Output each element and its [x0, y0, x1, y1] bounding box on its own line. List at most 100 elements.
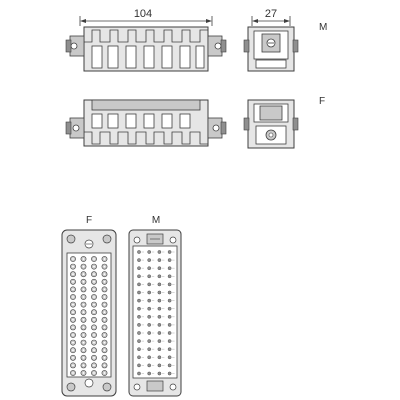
female-contact-socket [103, 356, 106, 359]
female-contact-socket [82, 303, 85, 306]
male-contact-pin [157, 331, 162, 335]
female-contact-socket [82, 334, 85, 336]
male-contact-pin [167, 258, 172, 262]
female-insert-front [61, 229, 117, 397]
male-contact-pin [147, 323, 151, 327]
male-end-view: 27 M [243, 8, 327, 72]
depth-dimension-label: 27 [265, 8, 277, 20]
male-contact-pin [137, 290, 141, 295]
female-contact-socket [82, 265, 85, 268]
female-contact-socket [82, 311, 85, 314]
female-contact-socket [72, 356, 74, 359]
male-contact-pin [137, 363, 141, 368]
female-contact-socket [93, 258, 95, 260]
female-contact-socket [93, 311, 95, 314]
female-contact-socket [72, 326, 74, 329]
width-dimension: 104 [79, 8, 213, 26]
male-contact-pin [167, 290, 172, 295]
male-contact-pin [147, 355, 151, 360]
male-contact-pin [137, 250, 141, 254]
female-contact-socket [103, 288, 106, 291]
female-contact-socket [103, 258, 106, 260]
male-contact-pin [157, 290, 162, 295]
male-side-view: 104 [65, 8, 227, 72]
female-contact-socket [82, 273, 85, 276]
male-contact-pin [167, 298, 172, 303]
male-contact-pin [147, 282, 151, 287]
female-contact-socket [93, 318, 95, 321]
female-contact-socket [82, 296, 85, 298]
female-contact-socket [103, 326, 106, 329]
male-contact-pin [147, 347, 151, 352]
male-contact-pin [167, 266, 172, 271]
female-contact-socket [103, 273, 106, 276]
female-contact-socket [103, 311, 106, 314]
male-contact-pin [137, 298, 141, 303]
male-contact-pin [157, 258, 162, 262]
female-contact-socket [103, 334, 106, 336]
male-contact-pin [147, 298, 151, 303]
female-contact-socket [103, 303, 106, 306]
male-contact-pin [147, 339, 151, 343]
female-contact-socket [93, 356, 95, 359]
male-contact-pin [147, 274, 151, 279]
female-contact-socket [72, 364, 74, 367]
female-contact-socket [72, 265, 74, 268]
male-contact-pin [157, 363, 162, 368]
male-contact-pin [137, 314, 141, 319]
male-contact-pin [147, 314, 151, 319]
male-contact-pin [137, 282, 141, 287]
male-contact-pin [137, 339, 141, 343]
female-contact-socket [72, 372, 74, 374]
width-dimension-label: 104 [134, 8, 152, 20]
male-contact-pin [137, 258, 141, 262]
female-contact-socket [72, 296, 74, 298]
female-contact-socket [93, 326, 95, 329]
male-contact-pin [147, 331, 151, 335]
male-label-top: M [319, 22, 327, 33]
female-contact-socket [93, 349, 95, 352]
female-contact-socket [103, 364, 106, 367]
male-contact-pin [157, 306, 162, 311]
female-contact-socket [72, 334, 74, 336]
male-contact-pin [167, 331, 172, 335]
male-contact-pin [157, 355, 162, 360]
male-contact-pin [137, 306, 141, 311]
male-label-front: M [152, 215, 160, 226]
male-contact-pin [137, 331, 141, 335]
female-contact-socket [93, 265, 95, 268]
female-contact-socket [93, 288, 95, 291]
female-contact-socket [72, 258, 74, 260]
male-contact-pin [147, 266, 151, 271]
female-contact-socket [82, 280, 85, 283]
male-contact-pin [157, 266, 162, 271]
female-label-top: F [319, 96, 325, 107]
female-contact-socket [72, 349, 74, 352]
female-contact-socket [82, 326, 85, 329]
male-contact-pin [157, 323, 162, 327]
male-contact-pin [137, 355, 141, 360]
male-contact-pin [167, 371, 172, 376]
female-contact-socket [103, 280, 106, 283]
male-contact-pin [167, 355, 172, 360]
female-contact-socket [103, 318, 106, 321]
male-contact-pin [147, 258, 151, 262]
female-contact-socket [93, 280, 95, 283]
male-contact-pin [147, 290, 151, 295]
male-contact-pin [167, 314, 172, 319]
female-contact-socket [82, 288, 85, 291]
male-contact-pin [157, 298, 162, 303]
female-contact-socket [72, 288, 74, 291]
male-contact-pin [137, 323, 141, 327]
female-contact-socket [72, 273, 74, 276]
female-contact-socket [82, 349, 85, 352]
male-contact-pin [147, 306, 151, 311]
female-contact-socket [103, 265, 106, 268]
male-contact-pin [157, 347, 162, 352]
male-contact-pin [167, 274, 172, 279]
female-contact-socket [93, 364, 95, 367]
female-contact-socket [72, 341, 74, 344]
male-contact-pin [167, 363, 172, 368]
